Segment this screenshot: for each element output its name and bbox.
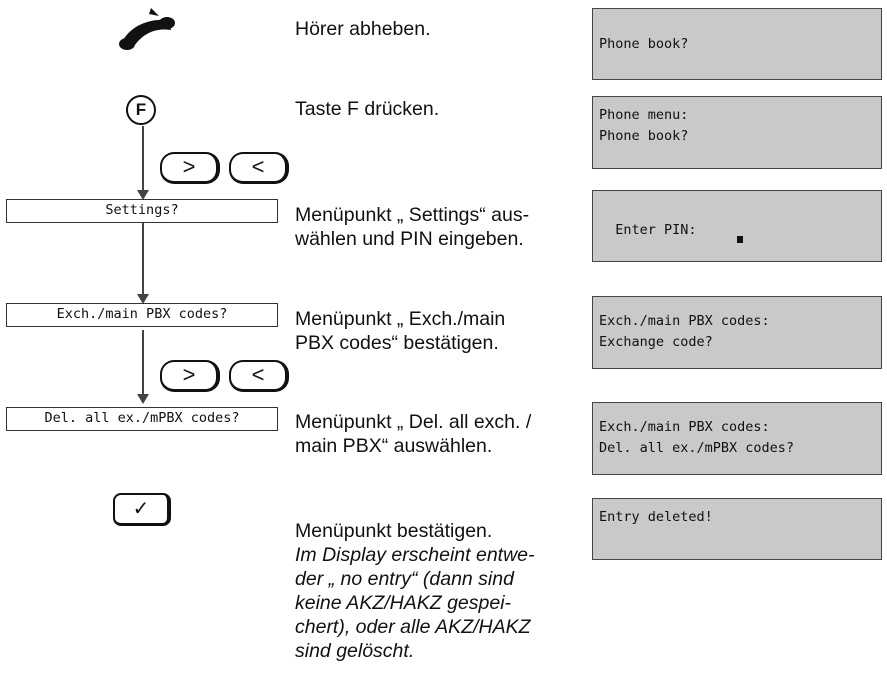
step-text: Menüpunkt „ Settings“ aus- wählen und PI… <box>295 204 530 250</box>
display-screen: Entry deleted! <box>592 498 882 560</box>
next-key[interactable]: > <box>160 360 220 392</box>
step-note: Im Display erscheint entwe- der „ no ent… <box>295 544 535 662</box>
display-screen: Exch./main PBX codes: Exchange code? <box>592 296 882 369</box>
display-screen: Enter PIN: <box>592 190 882 262</box>
step-text: Hörer abheben. <box>295 18 431 40</box>
menu-box-settings: Settings? <box>6 199 278 223</box>
next-key[interactable]: > <box>160 152 220 184</box>
prev-key[interactable]: < <box>229 360 289 392</box>
f-key-label: F <box>135 100 147 119</box>
cursor-block <box>737 236 743 243</box>
display-screen: Exch./main PBX codes: Del. all ex./mPBX … <box>592 402 882 475</box>
display-screen: Phone book? <box>592 8 882 80</box>
step-text: Taste F drücken. <box>295 98 440 120</box>
check-icon: ✓ <box>132 498 150 520</box>
prev-key-label: < <box>251 362 265 387</box>
display-screen: Phone menu: Phone book? <box>592 96 882 169</box>
next-key-label: > <box>182 154 196 179</box>
prev-key[interactable]: < <box>229 152 289 184</box>
next-key-label: > <box>182 362 196 387</box>
step-text: Menüpunkt „ Exch./main PBX codes“ bestät… <box>295 308 506 354</box>
step-text: Menüpunkt „ Del. all exch. / main PBX“ a… <box>295 411 532 457</box>
f-key[interactable]: F <box>126 95 156 125</box>
display-text: Enter PIN: <box>615 222 697 238</box>
menu-box-delete-all: Del. all ex./mPBX codes? <box>6 407 278 431</box>
menu-box-exchange-codes: Exch./main PBX codes? <box>6 303 278 327</box>
step-text: Menüpunkt bestätigen. Im Display erschei… <box>295 495 590 687</box>
ok-key[interactable]: ✓ <box>113 493 171 526</box>
prev-key-label: < <box>251 154 265 179</box>
step-text-main: Menüpunkt bestätigen. <box>295 520 493 542</box>
handset-icon <box>119 8 175 50</box>
